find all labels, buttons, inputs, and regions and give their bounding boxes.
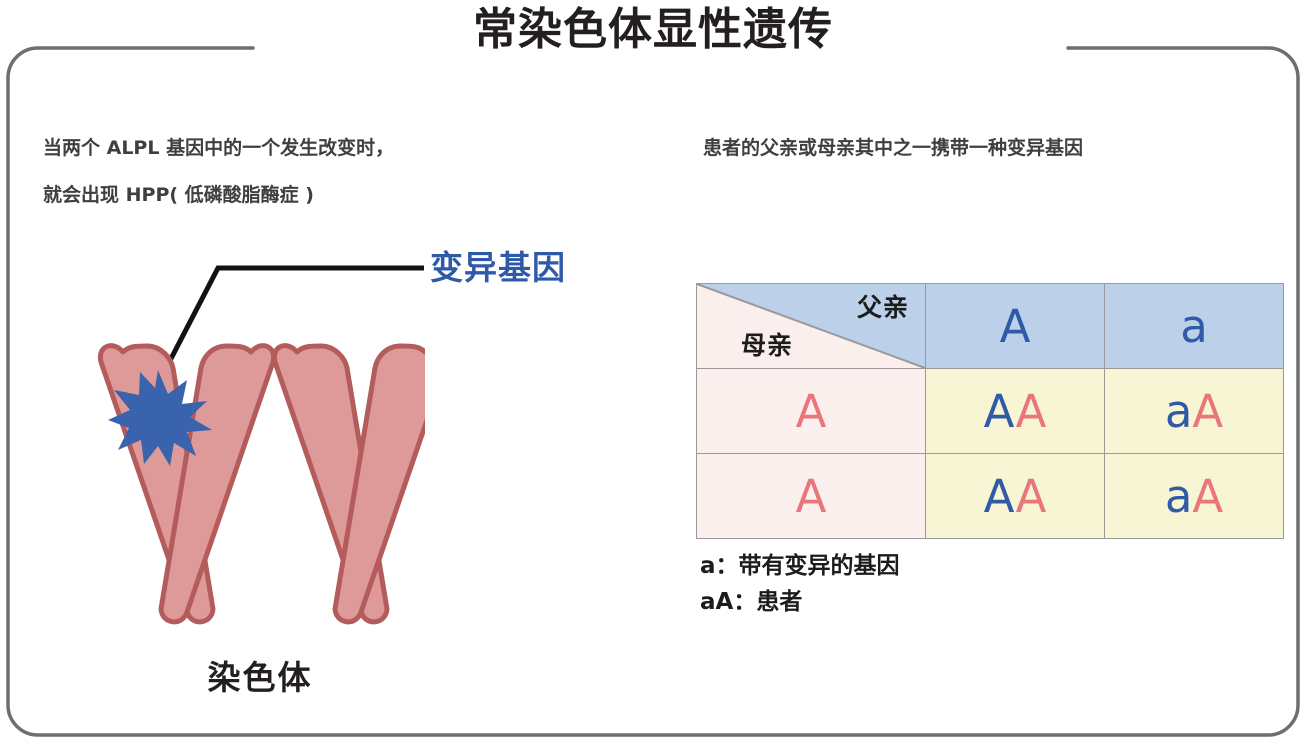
description-right-line-1: 患者的父亲或母亲其中之一携带一种变异基因 [703,137,1084,159]
mutation-gene-label: 变异基因 [430,248,566,287]
offspring-mother-gene: A [1192,469,1224,523]
mother-header-label: 母亲 [741,331,794,360]
mother-allele-1: A [696,368,926,454]
offspring-cell-1-1: AA [925,368,1105,454]
offspring-father-gene: A [983,384,1016,438]
punnett-square-table: 父亲 母亲 A a A AA aA A AA aA [696,283,1284,539]
legend-line-1: a：带有变异的基因 [700,553,900,579]
table-row: A AA aA [696,453,1284,539]
table-header-row: 父亲 母亲 A a [696,283,1284,369]
chromosome-caption: 染色体 [207,658,313,697]
mutation-star-icon [108,370,212,466]
father-header-label: 父亲 [856,293,909,322]
offspring-cell-2-2: aA [1104,453,1284,539]
offspring-father-gene: a [1164,384,1193,438]
callout-leader-line [159,265,424,378]
offspring-mother-gene: A [1015,384,1047,438]
offspring-father-gene: A [983,469,1016,523]
offspring-mother-gene: A [1015,469,1047,523]
page-title: 常染色体显性遗传 [473,4,833,55]
offspring-cell-2-1: AA [925,453,1105,539]
father-allele-1: A [925,283,1105,369]
table-row: A AA aA [696,368,1284,454]
corner-diagonal-divider [697,284,925,368]
legend: a：带有变异的基因 aA：患者 [700,548,900,620]
father-allele-2: a [1104,283,1284,369]
mother-allele-2: A [696,453,926,539]
punnett-corner-cell: 父亲 母亲 [696,283,926,369]
offspring-cell-1-2: aA [1104,368,1284,454]
offspring-mother-gene: A [1192,384,1224,438]
offspring-father-gene: a [1164,469,1193,523]
legend-line-2: aA：患者 [700,589,803,615]
description-left-line-1: 当两个 ALPL 基因中的一个发生改变时， [43,137,395,159]
description-left-line-2: 就会出现 HPP( 低磷酸脂酶症 ) [43,184,314,206]
